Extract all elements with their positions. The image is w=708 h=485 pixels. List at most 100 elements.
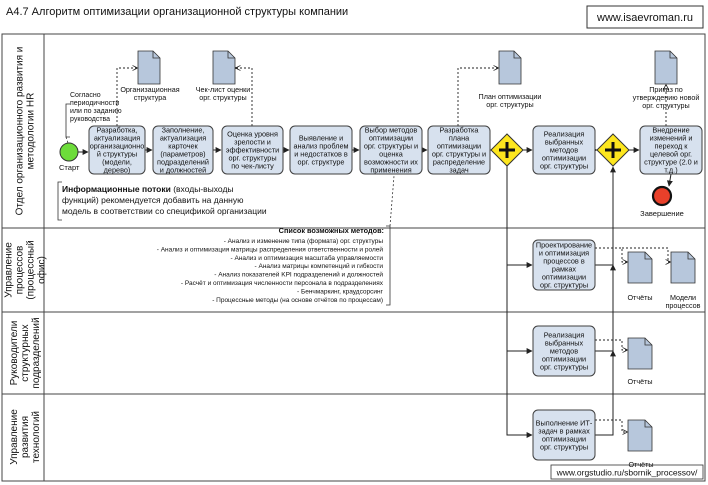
task-t3-label-line: орг. структуры <box>228 154 276 163</box>
task-t2-label-line: карточек <box>168 142 198 151</box>
task-t10-label-line: методов <box>550 347 578 356</box>
flow-gw-t11 <box>506 351 533 438</box>
document-d8-fold <box>644 420 652 428</box>
document-d8[interactable] <box>627 419 653 452</box>
task-t7[interactable] <box>532 125 596 175</box>
document-d5-fold <box>644 252 652 260</box>
task-t11[interactable] <box>532 409 596 461</box>
assoc-t9-d5 <box>595 247 627 262</box>
task-t5-label-line: возможности их <box>364 158 418 167</box>
info-note-bracket <box>57 181 62 221</box>
task-t10-label-line: выбранных <box>545 339 584 348</box>
task-t3-label-line: эффективности <box>226 146 280 155</box>
lane-label-line: методологии HR <box>26 93 37 170</box>
methods-item: - Анализ и изменение типа (формата) орг.… <box>224 238 384 245</box>
document-d4-label-line: орг. структуры <box>642 101 689 110</box>
task-t4-label-line: анализ проблем <box>293 142 348 151</box>
task-t10[interactable] <box>532 325 596 377</box>
document-d1-label-line: Организационная <box>120 85 179 94</box>
info-note-line: функций) рекомендуется добавить на данну… <box>62 195 244 205</box>
task-t6-label-line: задач <box>449 166 469 175</box>
task-t9[interactable] <box>532 239 596 291</box>
document-d6-label-line: процессов <box>665 301 700 310</box>
document-d4-label-line: утверждению новой <box>633 93 700 102</box>
task-t10-label-line: оптимизации <box>542 355 586 364</box>
document-d4[interactable] <box>654 50 678 85</box>
task-t1-label-line: й структуры <box>97 150 137 159</box>
task-t2-label-line: подразделений <box>157 158 209 167</box>
lane-label-line: структурных <box>20 324 31 381</box>
task-t5-label-line: применения <box>370 166 411 175</box>
task-t2-label-line: актуализация <box>160 134 206 143</box>
task-t10-label-line: орг. структуры <box>540 363 588 372</box>
footer-url[interactable]: www.orgstudio.ru/sbornik_processov/ <box>556 468 698 478</box>
start-label: Старт <box>59 163 80 172</box>
task-t5[interactable] <box>359 125 423 175</box>
lane-label-line: (процессный <box>26 240 37 299</box>
task-t7-label-line: методов <box>550 146 578 155</box>
document-d6[interactable] <box>670 251 696 284</box>
task-t8-label-line: переход к <box>655 142 689 151</box>
task-t4-label-line: Выявление и <box>299 134 343 143</box>
assoc-t10-d7 <box>595 339 627 350</box>
task-t9-label-line: оптимизации <box>542 273 586 282</box>
document-d4-label-line: Приказ по <box>649 85 683 94</box>
task-t7-label-line: орг. структуры <box>540 162 588 171</box>
start-event[interactable] <box>59 142 79 162</box>
lane-label-2: Управлениепроцессов(процессныйофис) <box>4 240 48 299</box>
document-d8-label: Отчёты <box>628 460 653 469</box>
document-d1-label-line: структура <box>134 93 167 102</box>
start-annotation-line: или по заданию <box>70 108 122 115</box>
task-t4[interactable] <box>289 125 353 175</box>
diagram-title: А4.7 Алгоритм оптимизации организационно… <box>6 6 348 18</box>
task-t6-label-line: оптимизации <box>437 142 481 151</box>
document-d7[interactable] <box>627 337 653 370</box>
document-d1[interactable] <box>137 50 161 85</box>
assoc-t6-d3 <box>457 68 498 126</box>
flow-t8-end <box>666 173 673 187</box>
lane-label-line: Управление <box>9 409 20 465</box>
document-d2-label-line: орг. структуры <box>199 93 246 102</box>
lane-labels: Отдел организационного развития иметодол… <box>4 47 48 465</box>
lane-label-line: офис) <box>36 256 48 284</box>
info-note-line: модель в соответствии со спецификой орга… <box>62 206 267 216</box>
document-d2-fold <box>227 51 235 59</box>
document-d2-label-line: Чек-лист оценки <box>196 85 251 94</box>
document-d5[interactable] <box>627 251 653 284</box>
document-d3-fold <box>513 51 521 59</box>
task-t3-label-line: Оценка уровня <box>227 130 278 139</box>
task-t7-label-line: выбранных <box>545 138 584 147</box>
task-t8[interactable] <box>639 125 703 175</box>
document-d2[interactable] <box>212 50 236 85</box>
task-t1-label-line: Разработка, <box>97 126 138 135</box>
task-t8-label-line: структуре (2.0 и <box>644 158 698 167</box>
task-t3[interactable] <box>221 125 284 175</box>
lane-label-line: Руководители <box>9 321 20 386</box>
task-t7-label-line: оптимизации <box>542 154 586 163</box>
lane-label-line: подразделений <box>31 317 42 388</box>
task-t11-label-line: орг. структуры <box>540 443 588 452</box>
document-d7-fold <box>644 338 652 346</box>
task-t3-label-line: зрелости и <box>234 138 271 147</box>
task-t2[interactable] <box>152 125 214 175</box>
site-url[interactable]: www.isaevroman.ru <box>596 12 693 24</box>
start-annotation-link <box>65 136 69 144</box>
task-t1-label-line: дерево) <box>104 166 131 175</box>
task-t1[interactable] <box>88 125 146 175</box>
task-t6[interactable] <box>427 125 491 175</box>
document-d3[interactable] <box>498 50 522 85</box>
document-d1-fold <box>152 51 160 59</box>
task-t11-label-line: Выполнение ИТ- <box>536 419 593 428</box>
lane-label-1: Отдел организационного развития иметодол… <box>15 47 37 216</box>
task-t9-label-line: рамках <box>552 265 577 274</box>
end-event[interactable] <box>651 185 673 207</box>
task-t4-label-line: и недостатков в <box>294 150 348 159</box>
start-annotation-line: Согласно <box>70 92 101 99</box>
task-t9-label-line: процессов в <box>543 257 585 266</box>
